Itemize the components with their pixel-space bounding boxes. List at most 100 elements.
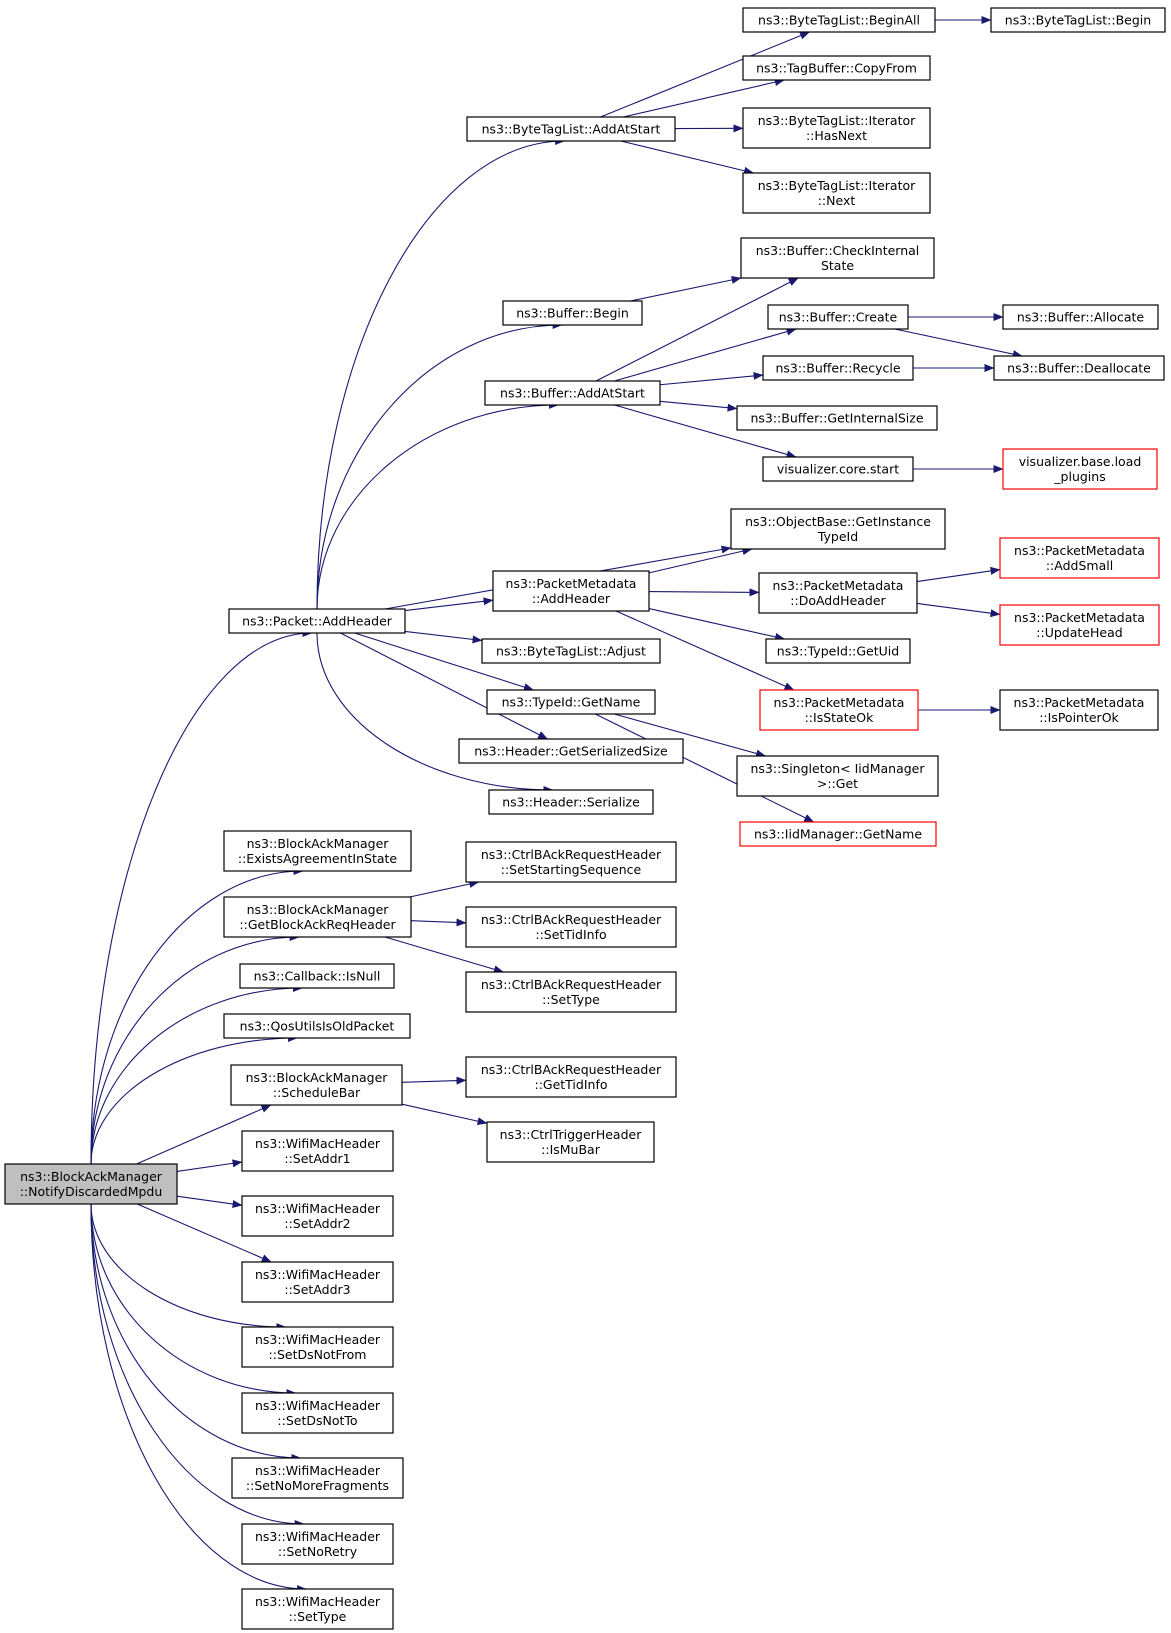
node-label: ns3::BlockAckManager bbox=[246, 1070, 389, 1085]
node-root[interactable]: ns3::BlockAckManager::NotifyDiscardedMpd… bbox=[4, 1163, 178, 1205]
edge-bytetaglist_addatstart-to-tagbuffer_copyfrom bbox=[623, 78, 785, 118]
node-box bbox=[742, 172, 931, 214]
node-label: ns3::PacketMetadata bbox=[773, 578, 904, 593]
node-header-serialize[interactable]: ns3::Header::Serialize bbox=[488, 789, 654, 815]
node-packetmetadata-addsmall[interactable]: ns3::PacketMetadata::AddSmall bbox=[999, 537, 1160, 579]
node-wifimac-setdsnotfrom[interactable]: ns3::WifiMacHeader::SetDsNotFrom bbox=[241, 1326, 394, 1368]
node-buffer-addatstart[interactable]: ns3::Buffer::AddAtStart bbox=[484, 380, 661, 406]
node-iterator-hasnext[interactable]: ns3::ByteTagList::Iterator::HasNext bbox=[742, 107, 931, 149]
edge-root-to-wifimac_setaddr1 bbox=[176, 1159, 243, 1173]
node-wifimac-setnoretry[interactable]: ns3::WifiMacHeader::SetNoRetry bbox=[241, 1523, 394, 1565]
node-singleton-get[interactable]: ns3::Singleton< IidManager >::Get bbox=[736, 755, 939, 797]
edge-packet_addheader-to-packetmetadata_addheader bbox=[404, 597, 494, 612]
node-box bbox=[231, 1457, 404, 1499]
node-label: ns3::WifiMacHeader bbox=[255, 1267, 381, 1282]
node-box bbox=[241, 1261, 394, 1303]
node-label: ns3::Buffer::Create bbox=[779, 310, 898, 325]
node-iterator-next[interactable]: ns3::ByteTagList::Iterator::Next bbox=[742, 172, 931, 214]
node-label: ns3::BlockAckManager bbox=[20, 1169, 163, 1184]
edge-root-to-wifimac_setaddr3 bbox=[137, 1203, 272, 1263]
node-box bbox=[481, 638, 661, 664]
node-label: _plugins bbox=[1053, 469, 1105, 484]
edge-buffer_addatstart-to-buffer_checkinternalstate bbox=[595, 277, 799, 382]
node-label: ::SetNoMoreFragments bbox=[246, 1478, 389, 1493]
node-label: ns3::PacketMetadata bbox=[1014, 543, 1145, 558]
node-wifimac-setaddr2[interactable]: ns3::WifiMacHeader::SetAddr2 bbox=[241, 1195, 394, 1237]
node-buffer-begin[interactable]: ns3::Buffer::Begin bbox=[502, 300, 643, 326]
node-ctrltrigger-ismubar[interactable]: ns3::CtrlTriggerHeader::IsMuBar bbox=[486, 1121, 655, 1163]
node-wifimac-setaddr1[interactable]: ns3::WifiMacHeader::SetAddr1 bbox=[241, 1130, 394, 1172]
edge-root-to-qosutils_isoldpacket bbox=[90, 1034, 298, 1165]
node-blockack-existsagreement[interactable]: ns3::BlockAckManager::ExistsAgreementInS… bbox=[223, 830, 412, 872]
node-packetmetadata-ispointerok[interactable]: ns3::PacketMetadata::IsPointerOk bbox=[999, 689, 1159, 731]
node-label: ns3::Buffer::CheckInternal bbox=[756, 243, 920, 258]
node-callback-isnull[interactable]: ns3::Callback::IsNull bbox=[239, 963, 395, 989]
node-ctrlbar-settidinfo[interactable]: ns3::CtrlBAckRequestHeader::SetTidInfo bbox=[465, 906, 677, 948]
node-box bbox=[230, 1064, 403, 1106]
node-wifimac-settype[interactable]: ns3::WifiMacHeader::SetType bbox=[241, 1588, 394, 1630]
node-wifimac-setaddr3[interactable]: ns3::WifiMacHeader::SetAddr3 bbox=[241, 1261, 394, 1303]
edge-root-to-blockack_existsagreement bbox=[90, 867, 304, 1165]
node-box bbox=[762, 355, 914, 381]
node-label: ns3::ByteTagList::Begin bbox=[1005, 13, 1151, 28]
node-bytetaglist-adjust[interactable]: ns3::ByteTagList::Adjust bbox=[481, 638, 661, 664]
node-ctrlbar-gettidinfo[interactable]: ns3::CtrlBAckRequestHeader::GetTidInfo bbox=[465, 1056, 677, 1098]
node-label: ns3::Header::GetSerializedSize bbox=[474, 744, 668, 759]
node-header-getserializedsize[interactable]: ns3::Header::GetSerializedSize bbox=[458, 738, 684, 764]
edge-blockack_getblockackreqheader-to-ctrlbar_settype bbox=[384, 936, 504, 974]
node-packetmetadata-isstateok[interactable]: ns3::PacketMetadata::IsStateOk bbox=[759, 689, 919, 731]
node-typeid-getuid[interactable]: ns3::TypeId::GetUid bbox=[765, 638, 911, 664]
node-label: ns3::IidManager::GetName bbox=[754, 827, 922, 842]
node-packetmetadata-addheader[interactable]: ns3::PacketMetadata::AddHeader bbox=[492, 570, 650, 612]
node-label: ns3::Buffer::Begin bbox=[516, 306, 629, 321]
edge-buffer_begin-to-buffer_checkinternalstate bbox=[630, 276, 742, 302]
node-bytetaglist-beginall[interactable]: ns3::ByteTagList::BeginAll bbox=[742, 7, 936, 33]
node-qosutils-isoldpacket[interactable]: ns3::QosUtilsIsOldPacket bbox=[223, 1013, 411, 1039]
node-box bbox=[999, 604, 1160, 646]
edge-root-to-blockack_schedulebar bbox=[136, 1104, 272, 1165]
node-packet-addheader[interactable]: ns3::Packet::AddHeader bbox=[228, 608, 406, 634]
node-bytetaglist-addatstart[interactable]: ns3::ByteTagList::AddAtStart bbox=[466, 116, 676, 142]
node-label: ::DoAddHeader bbox=[790, 593, 886, 608]
node-visualizer-core-start[interactable]: visualizer.core.start bbox=[762, 456, 914, 482]
node-blockack-getblockackreqheader[interactable]: ns3::BlockAckManager::GetBlockAckReqHead… bbox=[223, 896, 412, 938]
node-box bbox=[993, 355, 1165, 381]
node-wifimac-setnomorefragments[interactable]: ns3::WifiMacHeader::SetNoMoreFragments bbox=[231, 1457, 404, 1499]
node-ctrlbar-settype[interactable]: ns3::CtrlBAckRequestHeader::SetType bbox=[465, 971, 677, 1013]
node-box bbox=[1002, 304, 1159, 330]
node-packetmetadata-updatehead[interactable]: ns3::PacketMetadata::UpdateHead bbox=[999, 604, 1160, 646]
node-iidmanager-getname[interactable]: ns3::IidManager::GetName bbox=[739, 821, 937, 847]
node-buffer-deallocate[interactable]: ns3::Buffer::Deallocate bbox=[993, 355, 1165, 381]
node-label: ns3::Buffer::GetInternalSize bbox=[750, 411, 923, 426]
node-buffer-getinternalsize[interactable]: ns3::Buffer::GetInternalSize bbox=[736, 405, 938, 431]
node-visualizer-base-load-plugins[interactable]: visualizer.base.load_plugins bbox=[1002, 448, 1158, 490]
node-buffer-create[interactable]: ns3::Buffer::Create bbox=[767, 304, 909, 330]
node-label: ns3::Callback::IsNull bbox=[254, 969, 381, 984]
edge-packetmetadata_doaddheader-to-packetmetadata_updatehead bbox=[916, 602, 1001, 618]
node-label: ns3::BlockAckManager bbox=[247, 836, 390, 851]
node-tagbuffer-copyfrom[interactable]: ns3::TagBuffer::CopyFrom bbox=[742, 55, 931, 81]
node-label: ns3::ByteTagList::BeginAll bbox=[758, 13, 920, 28]
node-label: ns3::CtrlBAckRequestHeader bbox=[481, 1062, 662, 1077]
node-blockack-schedulebar[interactable]: ns3::BlockAckManager::ScheduleBar bbox=[230, 1064, 403, 1106]
node-box bbox=[223, 896, 412, 938]
node-bytetaglist-begin[interactable]: ns3::ByteTagList::Begin bbox=[990, 7, 1166, 33]
node-buffer-allocate[interactable]: ns3::Buffer::Allocate bbox=[1002, 304, 1159, 330]
node-typeid-getname[interactable]: ns3::TypeId::GetName bbox=[486, 689, 656, 715]
edge-root-to-wifimac_setnoretry bbox=[90, 1203, 305, 1528]
node-label: ::GetBlockAckReqHeader bbox=[239, 917, 396, 932]
edge-blockack_schedulebar-to-ctrlbar_gettidinfo bbox=[401, 1076, 467, 1085]
node-buffer-recycle[interactable]: ns3::Buffer::Recycle bbox=[762, 355, 914, 381]
edge-packet_addheader-to-header_serialize bbox=[316, 632, 554, 794]
node-wifimac-setdsnotto[interactable]: ns3::WifiMacHeader::SetDsNotTo bbox=[241, 1392, 394, 1434]
node-box bbox=[223, 830, 412, 872]
node-label: ::ExistsAgreementInState bbox=[238, 851, 398, 866]
node-packetmetadata-doaddheader[interactable]: ns3::PacketMetadata::DoAddHeader bbox=[758, 572, 918, 614]
node-box bbox=[742, 7, 936, 33]
node-box bbox=[765, 638, 911, 664]
node-box bbox=[241, 1326, 394, 1368]
node-ctrlbar-setstartingsequence[interactable]: ns3::CtrlBAckRequestHeader::SetStartingS… bbox=[465, 841, 677, 883]
